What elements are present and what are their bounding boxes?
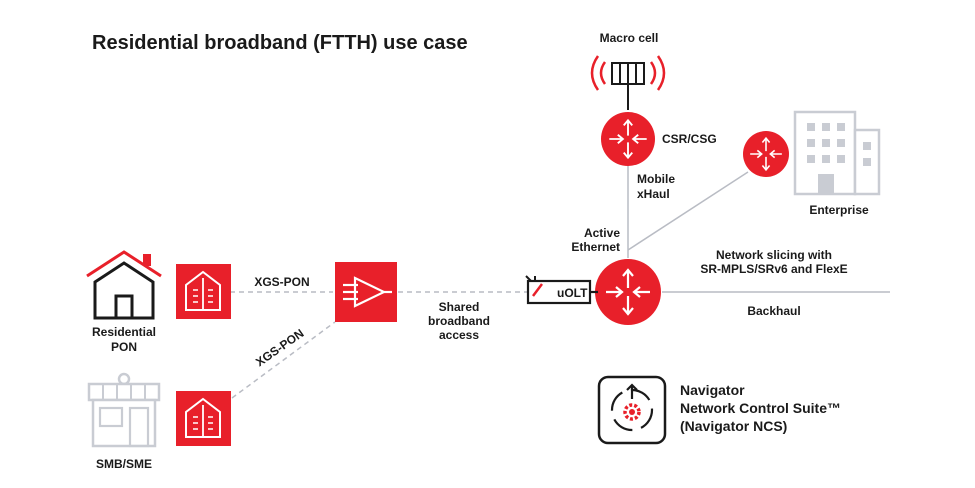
residential-label-line1: Residential (92, 325, 156, 339)
uolt-label: uOLT (557, 286, 588, 300)
splitter-icon (335, 262, 397, 322)
ethernet-label: Ethernet (571, 240, 620, 254)
mobile-label: Mobile (637, 172, 675, 186)
shared-label-line3: access (439, 328, 479, 342)
enterprise-label: Enterprise (809, 203, 869, 217)
xhaul-label: xHaul (637, 187, 670, 201)
aggregation-router-icon (595, 259, 661, 325)
enterprise-router-icon (743, 131, 789, 177)
csr-csg-router-icon (601, 112, 655, 166)
backhaul-label: Backhaul (747, 304, 800, 318)
navigator-ncs-icon (597, 375, 667, 445)
shared-label-line1: Shared (439, 300, 480, 314)
house-icon (86, 250, 162, 320)
smb-label: SMB/SME (96, 457, 152, 471)
uolt-icon (525, 275, 598, 305)
ont-icon-smb (176, 391, 231, 446)
shop-icon (87, 372, 161, 448)
xgs-pon-link-bottom (231, 321, 336, 399)
xgs-pon-label-diagonal: XGS-PON (253, 326, 306, 369)
enterprise-building-icon (793, 110, 881, 196)
slicing-label-line1: Network slicing with (716, 248, 832, 262)
macro-cell-label: Macro cell (600, 31, 659, 45)
navigator-label-line2: Network Control Suite™ (680, 400, 841, 416)
connection-lines (230, 162, 890, 399)
shared-label-line2: broadband (428, 314, 490, 328)
csr-csg-label: CSR/CSG (662, 132, 717, 146)
active-label: Active (584, 226, 620, 240)
navigator-label-line1: Navigator (680, 382, 745, 398)
active-ethernet-link (627, 171, 749, 251)
diagram-title: Residential broadband (FTTH) use case (92, 32, 468, 54)
ont-icon-residential (176, 264, 231, 319)
xgs-pon-label-top: XGS-PON (254, 275, 309, 289)
macro-cell-tower-icon (590, 55, 666, 110)
slicing-label-line2: SR-MPLS/SRv6 and FlexE (700, 262, 847, 276)
navigator-label-line3: (Navigator NCS) (680, 418, 787, 434)
residential-label-line2: PON (111, 340, 137, 354)
